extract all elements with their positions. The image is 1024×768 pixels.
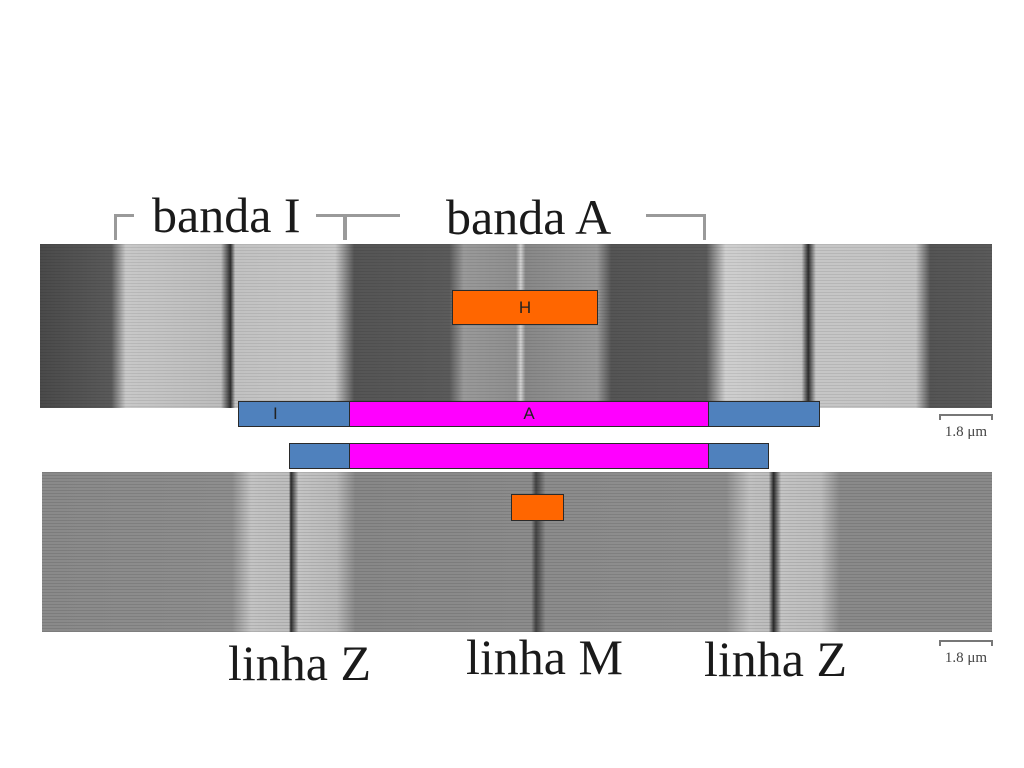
- scale-bar-top-tick: [939, 414, 993, 420]
- label-banda-a: banda A: [446, 189, 612, 245]
- label-linha-z-right: linha Z: [704, 631, 848, 687]
- a-band-bar-contracted: [349, 443, 709, 469]
- bracket-banda-a-left: [344, 214, 400, 240]
- scale-bar-top: 1.8 μm: [936, 414, 996, 441]
- a-band-bar-relaxed: A: [349, 401, 709, 427]
- i-band-bar-left-contracted: [289, 443, 350, 469]
- scale-bar-bottom-label: 1.8 μm: [944, 650, 988, 666]
- label-banda-i: banda I: [152, 187, 301, 243]
- h-zone-bar-contracted: [511, 494, 564, 521]
- i-band-bar-right-relaxed: [708, 401, 820, 427]
- micrograph-relaxed-svg: [40, 244, 992, 408]
- a-band-label: A: [523, 404, 535, 423]
- h-zone-label: H: [518, 297, 532, 317]
- scale-bar-top-label: 1.8 μm: [944, 424, 988, 440]
- micrograph-relaxed: [40, 244, 992, 408]
- scale-bar-bottom: 1.8 μm: [936, 640, 996, 667]
- bracket-banda-a-right: [646, 214, 706, 240]
- label-linha-m: linha M: [466, 629, 623, 685]
- i-band-bar-left-relaxed: I: [238, 401, 350, 427]
- scale-bar-bottom-tick: [939, 640, 993, 646]
- bracket-banda-i-left: [114, 214, 134, 240]
- h-zone-bar-relaxed: H: [452, 290, 598, 325]
- bracket-banda-i-right: [316, 214, 346, 240]
- i-band-bar-right-contracted: [708, 443, 769, 469]
- label-linha-z-left: linha Z: [228, 635, 372, 691]
- i-band-label: I: [273, 404, 278, 423]
